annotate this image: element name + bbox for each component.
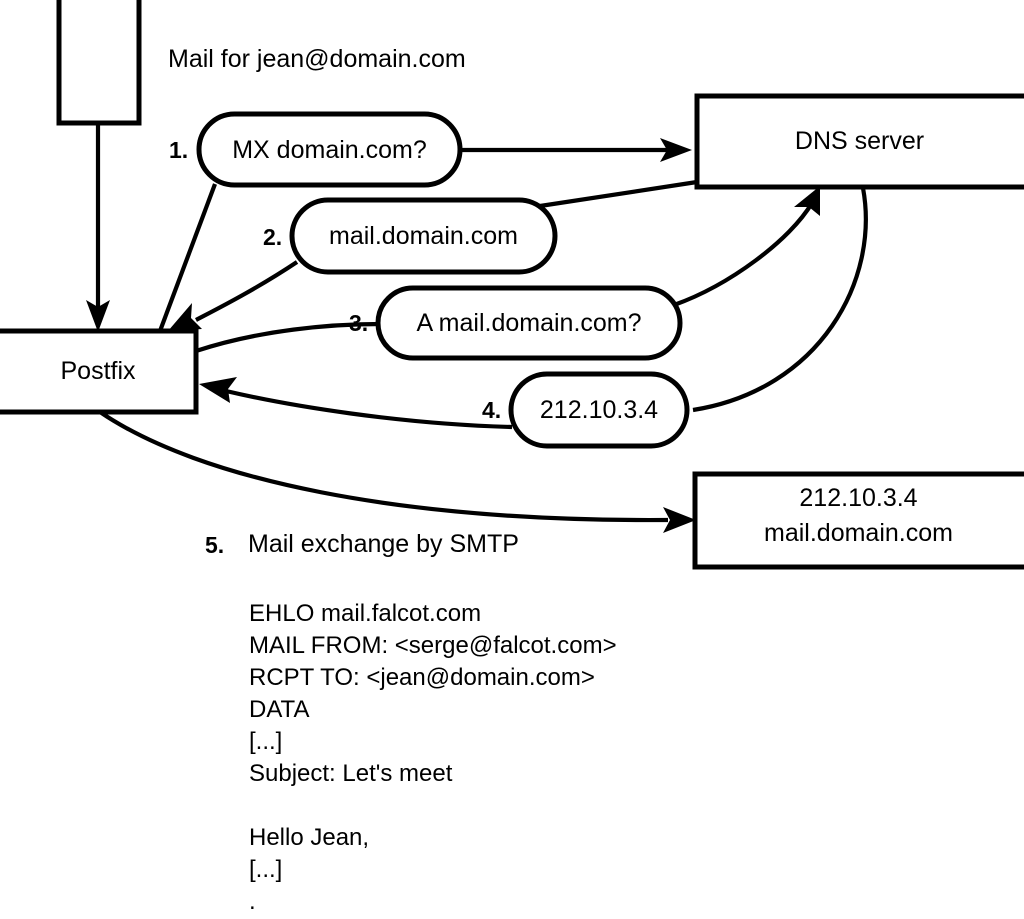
edge-postfix-to-step1 [158, 183, 217, 332]
edge-step1-to-dns [460, 138, 692, 162]
bubble-step-4 [508, 371, 690, 449]
smtp-transcript: EHLO mail.falcot.com MAIL FROM: <serge@f… [249, 600, 617, 915]
edge-dns-to-step2 [539, 179, 698, 209]
step-number-5: 5. [205, 532, 225, 558]
node-dns-label: DNS server [794, 127, 925, 155]
edge-postfix-to-step3 [195, 321, 382, 353]
step-number-1: 1. [169, 137, 189, 163]
step-number-4: 4. [482, 397, 502, 423]
bubble-step-1-label: MX domain.com? [232, 136, 427, 164]
step-5-label: Mail exchange by SMTP [248, 530, 519, 558]
step-number-3: 3. [349, 310, 369, 336]
node-mailserver-line1: 212.10.3.4 [799, 484, 918, 512]
step-number-2: 2. [263, 224, 283, 250]
bubble-step-3 [375, 285, 683, 361]
bubble-step-2 [289, 197, 558, 275]
bubble-step-3-label: A mail.domain.com? [416, 309, 642, 337]
node-postfix-label: Postfix [60, 357, 136, 385]
bubble-step-2-label: mail.domain.com [329, 222, 518, 250]
edge-postfix-to-mailserver [98, 410, 696, 533]
edge-step3-to-dns [673, 186, 820, 307]
node-sender-box [56, 0, 142, 126]
node-postfix-box [0, 328, 199, 415]
node-mailserver-box [692, 471, 1024, 570]
edge-step2-to-postfix [168, 260, 299, 331]
page-title: Mail for jean@domain.com [168, 45, 466, 73]
edge-dns-to-step4 [692, 187, 868, 413]
node-mailserver-line2: mail.domain.com [764, 519, 953, 547]
bubble-step-4-label: 212.10.3.4 [539, 396, 659, 424]
node-dns-box [694, 93, 1024, 190]
bubble-step-1 [196, 111, 463, 188]
edge-step4-to-postfix [199, 377, 513, 430]
edge-sender-to-postfix [86, 123, 110, 332]
